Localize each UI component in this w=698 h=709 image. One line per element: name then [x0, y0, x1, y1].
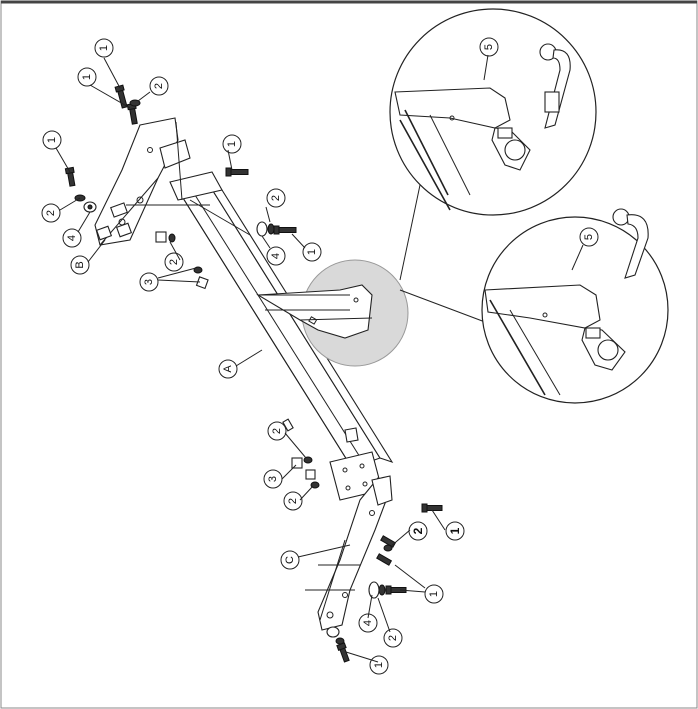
svg-text:1: 1	[46, 137, 58, 143]
callout-washer: 2	[383, 628, 403, 648]
callout-bolt: 1	[94, 38, 114, 58]
callouts: 1 1 2 1 1 2 4 B 2 4 1 2 3 A 2 3 2 1 2 C …	[41, 37, 599, 675]
callout-crossbar: A	[218, 359, 238, 379]
svg-text:2: 2	[45, 210, 57, 216]
leader-line-bottom	[399, 289, 486, 323]
svg-text:2: 2	[271, 428, 283, 434]
callout-bracket-right: C	[280, 550, 300, 570]
crossbar	[169, 171, 394, 501]
svg-text:1: 1	[81, 74, 93, 80]
svg-text:4: 4	[66, 235, 78, 241]
svg-text:5: 5	[583, 234, 595, 240]
callout-bolt: 1	[369, 655, 389, 675]
callout-bolt: 1	[42, 130, 62, 150]
svg-text:4: 4	[270, 253, 282, 259]
svg-text:2: 2	[387, 635, 399, 641]
callout-washer: 2	[267, 421, 287, 441]
svg-text:1: 1	[373, 662, 385, 668]
leader-line-top	[399, 184, 421, 281]
svg-text:5: 5	[483, 44, 495, 50]
detail-circle-top	[389, 8, 597, 216]
svg-text:2: 2	[168, 259, 180, 265]
svg-text:A: A	[222, 365, 234, 373]
callout-plate: 4	[266, 246, 286, 266]
svg-text:C: C	[284, 556, 296, 564]
svg-text:1: 1	[98, 45, 110, 51]
svg-text:2: 2	[411, 527, 425, 534]
bracket-left	[94, 117, 251, 246]
tow-ball-bottom	[612, 208, 649, 279]
callout-washer-bold: 2	[408, 521, 428, 541]
svg-text:2: 2	[270, 195, 282, 201]
tow-ball-top	[539, 43, 571, 129]
svg-text:2: 2	[153, 83, 165, 89]
callout-leaders	[55, 57, 446, 663]
callout-washer: 2	[41, 203, 61, 223]
callout-bolt: 1	[302, 242, 322, 262]
callout-washer: 2	[149, 76, 169, 96]
svg-text:3: 3	[143, 279, 155, 285]
callout-ball: 5	[579, 227, 599, 247]
detail-circle-bottom	[481, 208, 669, 404]
svg-text:1: 1	[428, 591, 440, 597]
svg-text:3: 3	[267, 476, 279, 482]
callout-nut: 3	[139, 272, 159, 292]
svg-text:1: 1	[306, 249, 318, 255]
callout-bolt-bold: 1	[445, 521, 465, 541]
svg-text:4: 4	[362, 620, 374, 626]
callout-bolt: 1	[77, 67, 97, 87]
callout-washer: 2	[283, 491, 303, 511]
svg-text:B: B	[74, 261, 86, 268]
svg-text:1: 1	[226, 141, 238, 147]
callout-plate: 4	[62, 228, 82, 248]
callout-plate: 4	[358, 613, 378, 633]
svg-text:2: 2	[287, 498, 299, 504]
callout-bracket-left: B	[70, 255, 90, 275]
callout-ball: 5	[479, 37, 499, 57]
bracket-right	[305, 475, 393, 631]
callout-washer: 2	[164, 252, 184, 272]
callout-nut: 3	[263, 469, 283, 489]
detail-highlight	[256, 259, 409, 367]
callout-bolt: 1	[222, 134, 242, 154]
svg-text:1: 1	[448, 527, 462, 534]
callout-bolt: 1	[424, 584, 444, 604]
callout-washer: 2	[266, 188, 286, 208]
